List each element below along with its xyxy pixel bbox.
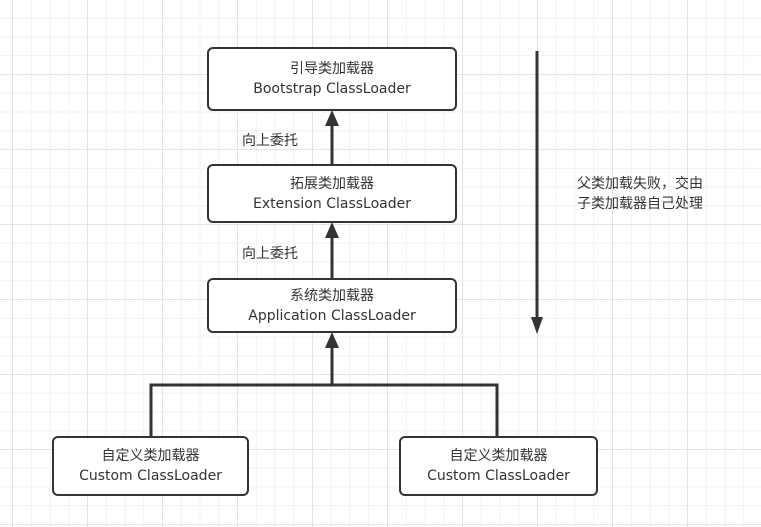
edge-extension-to-bootstrap (325, 110, 339, 165)
edge-custom-to-application (149, 332, 499, 437)
node-application-classloader[interactable]: 系统类加载器 Application ClassLoader (207, 278, 457, 333)
fallback-note: 父类加载失败，交由 子类加载器自己处理 (577, 174, 703, 214)
edge-label-delegate-up: 向上委托 (242, 133, 298, 149)
node-title-zh: 拓展类加载器 (290, 175, 374, 192)
node-custom-classloader-right[interactable]: 自定义类加载器 Custom ClassLoader (399, 436, 598, 496)
node-title-zh: 系统类加载器 (290, 287, 374, 304)
fallback-arrow (531, 51, 543, 334)
node-extension-classloader[interactable]: 拓展类加载器 Extension ClassLoader (207, 164, 457, 223)
fallback-note-line-1: 父类加载失败，交由 (577, 176, 703, 192)
arrowhead-up-icon (325, 222, 339, 238)
arrowhead-up-icon (325, 332, 339, 348)
node-title-en: Bootstrap ClassLoader (253, 81, 411, 97)
node-title-en: Application ClassLoader (248, 307, 416, 324)
node-title-zh: 引导类加载器 (290, 61, 374, 77)
node-custom-classloader-left[interactable]: 自定义类加载器 Custom ClassLoader (52, 436, 249, 496)
arrowhead-down-icon (531, 317, 543, 334)
edge-label-delegate-up: 向上委托 (242, 246, 298, 262)
node-title-en: Extension ClassLoader (253, 195, 411, 212)
node-title-en: Custom ClassLoader (427, 468, 570, 484)
node-title-zh: 自定义类加载器 (101, 448, 200, 464)
node-title-en: Custom ClassLoader (79, 468, 222, 484)
edge-application-to-extension (325, 222, 339, 279)
node-bootstrap-classloader[interactable]: 引导类加载器 Bootstrap ClassLoader (207, 47, 457, 111)
fallback-note-line-2: 子类加载器自己处理 (577, 196, 703, 212)
arrowhead-up-icon (325, 110, 339, 126)
node-title-zh: 自定义类加载器 (449, 448, 548, 464)
